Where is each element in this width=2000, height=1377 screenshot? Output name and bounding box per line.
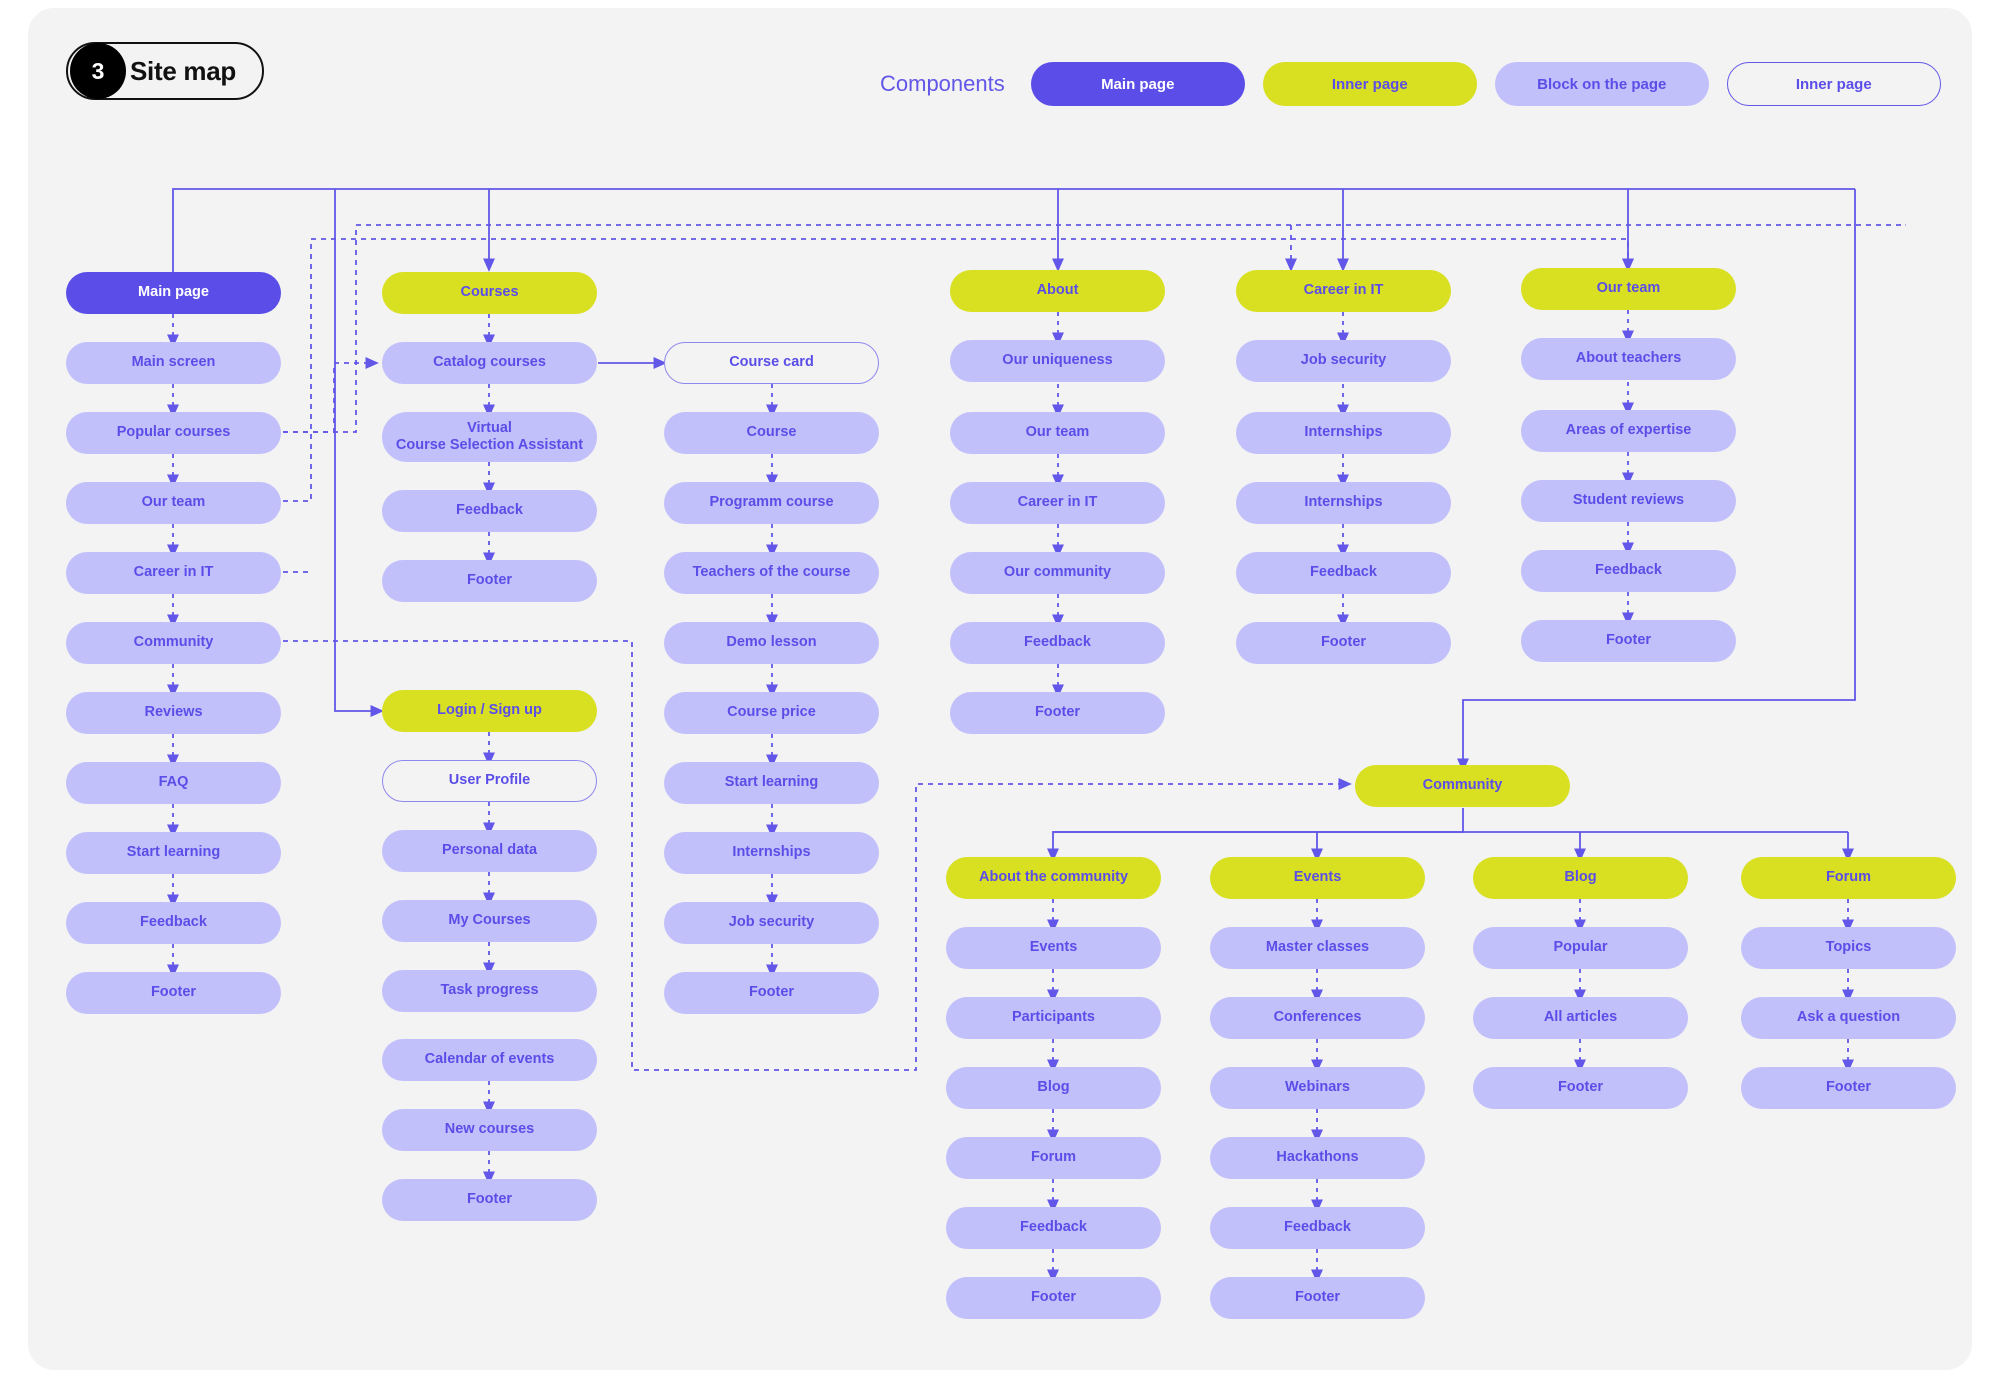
node-feedback-our-team[interactable]: Feedback <box>1521 550 1736 592</box>
node-areas-of-expertise[interactable]: Areas of expertise <box>1521 410 1736 452</box>
node-footer-main[interactable]: Footer <box>66 972 281 1014</box>
node-student-reviews[interactable]: Student reviews <box>1521 480 1736 522</box>
node-webinars[interactable]: Webinars <box>1210 1067 1425 1109</box>
node-community[interactable]: Community <box>1355 765 1570 807</box>
node-footer-courses[interactable]: Footer <box>382 560 597 602</box>
node-events[interactable]: Events <box>1210 857 1425 899</box>
node-footer-course-card[interactable]: Footer <box>664 972 879 1014</box>
node-forum[interactable]: Forum <box>1741 857 1956 899</box>
node-start-learning-left[interactable]: Start learning <box>66 832 281 874</box>
node-user-profile[interactable]: User Profile <box>382 760 597 802</box>
node-ask-a-question[interactable]: Ask a question <box>1741 997 1956 1039</box>
node-new-courses[interactable]: New courses <box>382 1109 597 1151</box>
node-main-page[interactable]: Main page <box>66 272 281 314</box>
node-feedback-about[interactable]: Feedback <box>950 622 1165 664</box>
node-catalog-courses[interactable]: Catalog courses <box>382 342 597 384</box>
legend-chip-block-on-page[interactable]: Block on the page <box>1494 62 1709 106</box>
node-our-team-about[interactable]: Our team <box>950 412 1165 454</box>
legend: Components Main page Inner page Block on… <box>880 62 1941 106</box>
node-start-learning-card[interactable]: Start learning <box>664 762 879 804</box>
node-conferences[interactable]: Conferences <box>1210 997 1425 1039</box>
node-about-teachers[interactable]: About teachers <box>1521 338 1736 380</box>
legend-chip-inner-page-outline[interactable]: Inner page <box>1726 62 1941 106</box>
node-virtual-course-selection-assistant[interactable]: Virtual Course Selection Assistant <box>382 412 597 462</box>
node-reviews[interactable]: Reviews <box>66 692 281 734</box>
node-master-classes[interactable]: Master classes <box>1210 927 1425 969</box>
node-internships-1[interactable]: Internships <box>1236 412 1451 454</box>
node-all-articles[interactable]: All articles <box>1473 997 1688 1039</box>
node-footer-login[interactable]: Footer <box>382 1179 597 1221</box>
node-events-community[interactable]: Events <box>946 927 1161 969</box>
node-footer-events[interactable]: Footer <box>1210 1277 1425 1319</box>
node-programm-course[interactable]: Programm course <box>664 482 879 524</box>
node-our-community[interactable]: Our community <box>950 552 1165 594</box>
node-course[interactable]: Course <box>664 412 879 454</box>
node-footer-our-team[interactable]: Footer <box>1521 620 1736 662</box>
node-job-security-card[interactable]: Job security <box>664 902 879 944</box>
node-feedback-about-community[interactable]: Feedback <box>946 1207 1161 1249</box>
node-login-sign-up[interactable]: Login / Sign up <box>382 690 597 732</box>
legend-chip-main-page[interactable]: Main page <box>1030 62 1245 106</box>
legend-chip-inner-page[interactable]: Inner page <box>1262 62 1477 106</box>
node-footer-about-community[interactable]: Footer <box>946 1277 1161 1319</box>
node-our-uniqueness[interactable]: Our uniqueness <box>950 340 1165 382</box>
node-internships-2[interactable]: Internships <box>1236 482 1451 524</box>
node-about-the-community[interactable]: About the community <box>946 857 1161 899</box>
node-blog-community[interactable]: Blog <box>946 1067 1161 1109</box>
node-course-price[interactable]: Course price <box>664 692 879 734</box>
node-main-screen[interactable]: Main screen <box>66 342 281 384</box>
node-calendar-of-events[interactable]: Calendar of events <box>382 1039 597 1081</box>
node-career-in-it-left[interactable]: Career in IT <box>66 552 281 594</box>
node-community-left[interactable]: Community <box>66 622 281 664</box>
node-internships-card[interactable]: Internships <box>664 832 879 874</box>
node-teachers-of-the-course[interactable]: Teachers of the course <box>664 552 879 594</box>
node-popular[interactable]: Popular <box>1473 927 1688 969</box>
node-personal-data[interactable]: Personal data <box>382 830 597 872</box>
node-feedback-career[interactable]: Feedback <box>1236 552 1451 594</box>
node-footer-blog[interactable]: Footer <box>1473 1067 1688 1109</box>
node-feedback-main[interactable]: Feedback <box>66 902 281 944</box>
node-demo-lesson[interactable]: Demo lesson <box>664 622 879 664</box>
page-title: Site map <box>130 55 236 86</box>
node-footer-career[interactable]: Footer <box>1236 622 1451 664</box>
node-topics[interactable]: Topics <box>1741 927 1956 969</box>
node-footer-about[interactable]: Footer <box>950 692 1165 734</box>
node-footer-forum[interactable]: Footer <box>1741 1067 1956 1109</box>
node-courses[interactable]: Courses <box>382 272 597 314</box>
node-my-courses[interactable]: My Courses <box>382 900 597 942</box>
node-course-card[interactable]: Course card <box>664 342 879 384</box>
node-career-in-it-about[interactable]: Career in IT <box>950 482 1165 524</box>
node-feedback-courses[interactable]: Feedback <box>382 490 597 532</box>
node-feedback-events[interactable]: Feedback <box>1210 1207 1425 1249</box>
node-career-in-it[interactable]: Career in IT <box>1236 270 1451 312</box>
node-popular-courses[interactable]: Popular courses <box>66 412 281 454</box>
node-blog[interactable]: Blog <box>1473 857 1688 899</box>
node-our-team[interactable]: Our team <box>1521 268 1736 310</box>
node-forum-community[interactable]: Forum <box>946 1137 1161 1179</box>
node-about[interactable]: About <box>950 270 1165 312</box>
node-our-team-left[interactable]: Our team <box>66 482 281 524</box>
node-hackathons[interactable]: Hackathons <box>1210 1137 1425 1179</box>
page-title-pill: 3 Site map <box>66 42 264 100</box>
node-faq[interactable]: FAQ <box>66 762 281 804</box>
node-participants[interactable]: Participants <box>946 997 1161 1039</box>
node-job-security-career[interactable]: Job security <box>1236 340 1451 382</box>
section-number-badge: 3 <box>70 43 126 99</box>
legend-title: Components <box>880 71 1005 96</box>
node-task-progress[interactable]: Task progress <box>382 970 597 1012</box>
